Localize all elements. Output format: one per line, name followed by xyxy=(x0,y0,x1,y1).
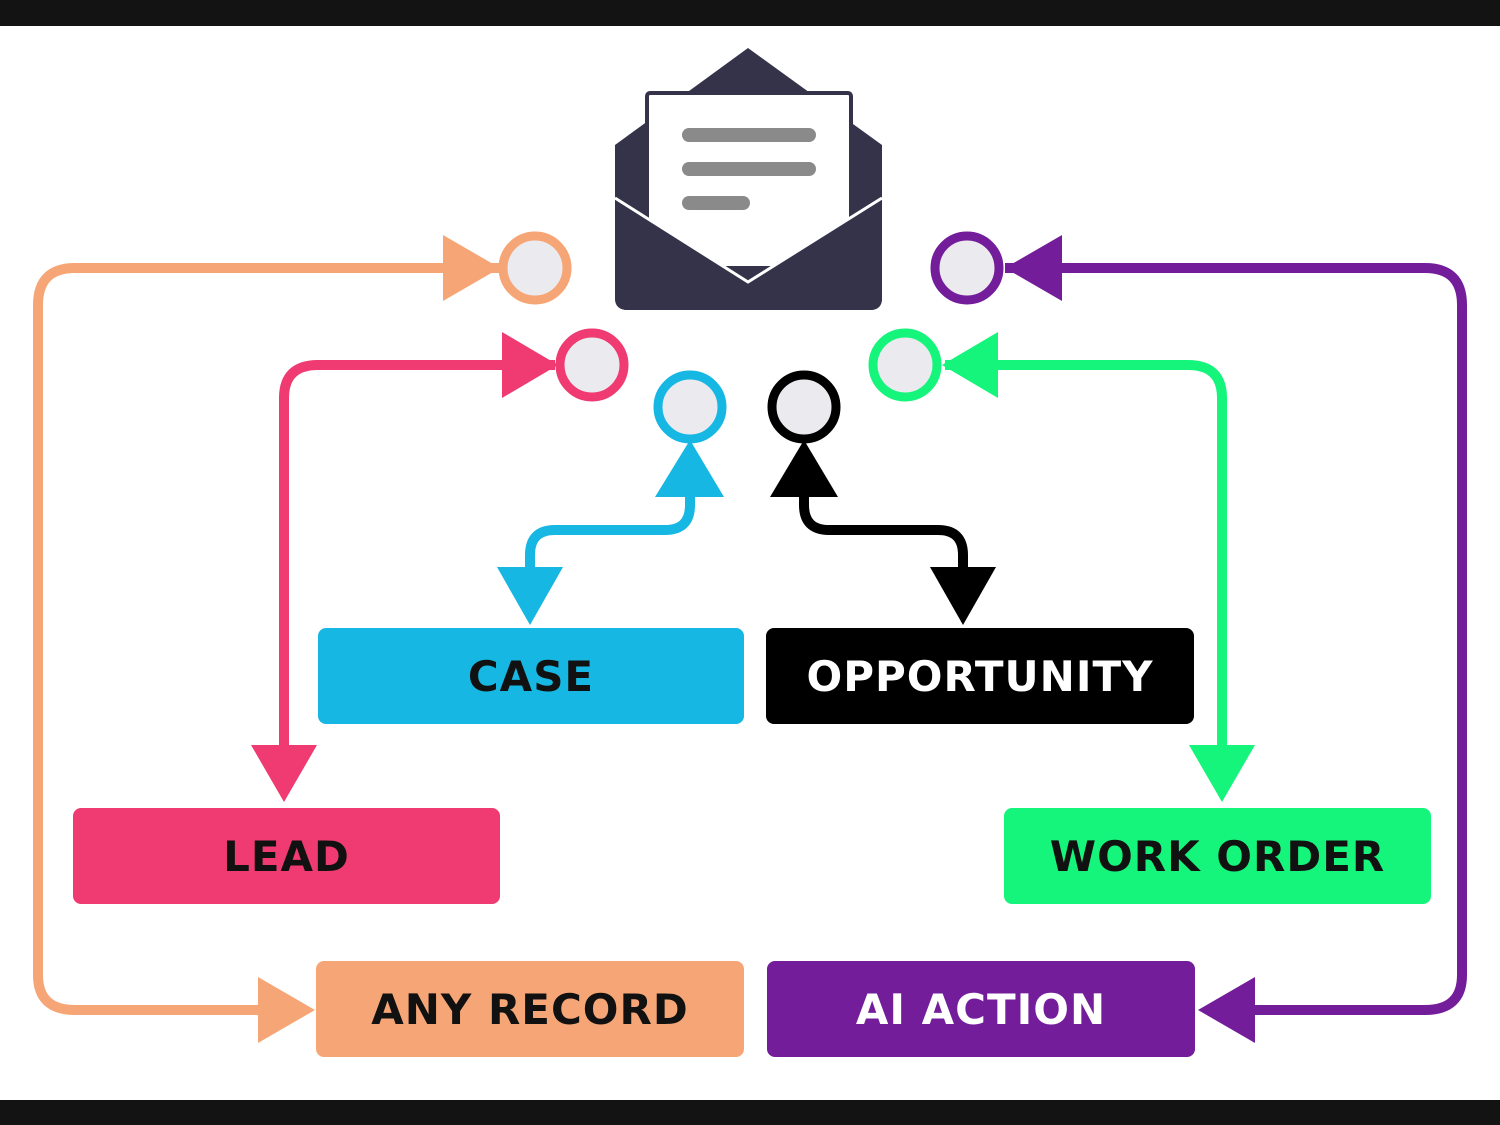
ai-action-endpoint xyxy=(930,231,1004,305)
work-order-arrowhead-top xyxy=(942,332,998,398)
top-letterbox-bar xyxy=(0,0,1500,26)
case-connector xyxy=(497,370,727,625)
lead-endpoint xyxy=(555,328,629,402)
opportunity-box: OPPORTUNITY xyxy=(766,628,1194,724)
any-record-box: ANY RECORD xyxy=(316,961,744,1057)
work-order-connector xyxy=(868,328,1255,802)
work-order-endpoint xyxy=(868,328,942,402)
case-endpoint xyxy=(653,370,727,444)
work-order-arrowhead-bottom xyxy=(1189,745,1255,802)
any-record-endpoint xyxy=(498,231,572,305)
ai-action-box: AI ACTION xyxy=(767,961,1195,1057)
bottom-letterbox-bar xyxy=(0,1100,1500,1125)
ai-action-arrowhead-top xyxy=(1005,235,1062,301)
case-arrowhead-bottom xyxy=(497,567,563,625)
opportunity-arrowhead-bottom xyxy=(930,567,996,625)
case-arrowhead-top xyxy=(655,440,724,497)
ai-action-arrowhead-bottom xyxy=(1198,977,1255,1043)
email-open-envelope-icon xyxy=(614,48,883,310)
case-box: CASE xyxy=(318,628,744,724)
lead-connector xyxy=(251,328,629,802)
any-record-arrowhead-top xyxy=(443,235,500,301)
lead-arrowhead-bottom xyxy=(251,745,317,802)
any-record-connector xyxy=(33,231,572,1043)
opportunity-endpoint xyxy=(767,370,841,444)
ai-action-connector xyxy=(930,231,1467,1043)
opportunity-connector xyxy=(767,370,996,625)
any-record-arrowhead-bottom xyxy=(258,977,315,1043)
lead-arrowhead-top xyxy=(502,332,558,398)
opportunity-arrowhead-top xyxy=(770,440,838,497)
lead-box: LEAD xyxy=(73,808,500,904)
work-order-box: WORK ORDER xyxy=(1004,808,1431,904)
